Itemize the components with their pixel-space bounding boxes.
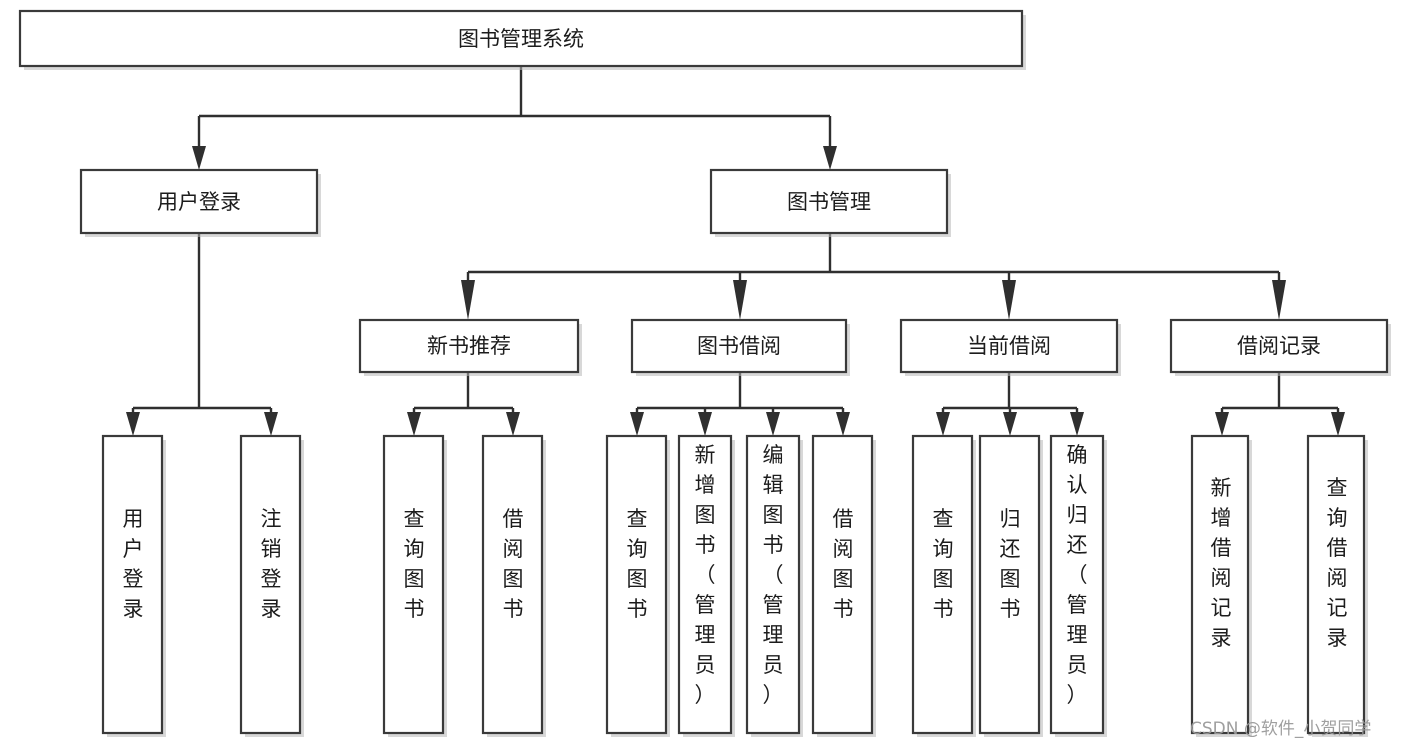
connector-layer — [126, 66, 1345, 436]
node-leaf-query-book-2-box[interactable] — [605, 434, 668, 735]
node-book-management-box[interactable] — [709, 168, 949, 235]
arrowhead-leaf-return-book — [1003, 412, 1017, 436]
node-leaf-user-login-label: 用户登录 — [123, 507, 144, 621]
arrowhead-leaf-confirm-return — [1070, 412, 1084, 436]
node-leaf-borrow-book-2[interactable]: 借阅图书 — [811, 434, 876, 737]
csdn-watermark: CSDN @软件_小贺同学 — [1190, 719, 1371, 739]
arrowhead-leaf-query-book-2 — [630, 412, 644, 436]
node-leaf-query-book-1[interactable]: 查询图书 — [382, 434, 447, 737]
node-user-login-box[interactable] — [79, 168, 319, 235]
node-leaf-query-book-3-label: 查询图书 — [933, 507, 954, 621]
arrowhead-user-login — [192, 146, 206, 170]
node-leaf-confirm-return-label: 确认归还（管理员） — [1067, 443, 1088, 707]
node-leaf-logout-login[interactable]: 注销登录 — [239, 434, 304, 737]
arrowhead-leaf-logout-login — [264, 412, 278, 436]
node-leaf-query-record-label: 查询借阅记录 — [1327, 476, 1348, 650]
node-leaf-edit-book[interactable]: 编辑图书（管理员） — [745, 434, 803, 737]
node-leaf-borrow-book-1-label: 借阅图书 — [503, 507, 524, 621]
node-leaf-add-record[interactable]: 新增借阅记录 — [1190, 434, 1252, 737]
arrowhead-leaf-user-login — [126, 412, 140, 436]
node-current-borrow-box[interactable] — [899, 318, 1119, 374]
node-leaf-confirm-return[interactable]: 确认归还（管理员） — [1049, 434, 1107, 737]
node-leaf-query-book-1-box[interactable] — [382, 434, 445, 735]
node-book-management-label: 图书管理 — [787, 190, 871, 214]
node-leaf-query-record[interactable]: 查询借阅记录 — [1306, 434, 1368, 737]
node-new-book-recommend-label: 新书推荐 — [427, 334, 511, 358]
node-leaf-return-book[interactable]: 归还图书 — [978, 434, 1043, 737]
node-leaf-query-record-box[interactable] — [1306, 434, 1366, 735]
node-leaf-edit-book-box[interactable] — [745, 434, 801, 735]
node-book-management[interactable]: 图书管理 — [709, 168, 951, 237]
arrowhead-leaf-query-book-1 — [407, 412, 421, 436]
node-book-borrow-box[interactable] — [630, 318, 848, 374]
node-leaf-borrow-book-2-box[interactable] — [811, 434, 874, 735]
node-book-borrow[interactable]: 图书借阅 — [630, 318, 850, 376]
node-leaf-add-record-box[interactable] — [1190, 434, 1250, 735]
arrowhead-borrow-record — [1272, 280, 1286, 320]
node-leaf-logout-login-label: 注销登录 — [261, 507, 282, 621]
arrowhead-leaf-query-book-3 — [936, 412, 950, 436]
node-leaf-confirm-return-box[interactable] — [1049, 434, 1105, 735]
node-leaf-add-record-label: 新增借阅记录 — [1211, 476, 1232, 650]
node-leaf-query-book-3-box[interactable] — [911, 434, 974, 735]
node-leaf-return-book-box[interactable] — [978, 434, 1041, 735]
arrowhead-book-borrow — [733, 280, 747, 320]
node-leaf-borrow-book-2-label: 借阅图书 — [833, 507, 854, 621]
node-leaf-query-book-1-label: 查询图书 — [404, 507, 425, 621]
node-borrow-record-box[interactable] — [1169, 318, 1389, 374]
node-leaf-borrow-book-1-box[interactable] — [481, 434, 544, 735]
node-new-book-recommend[interactable]: 新书推荐 — [358, 318, 582, 376]
node-leaf-add-book-label: 新增图书（管理员） — [695, 443, 716, 707]
node-leaf-return-book-label: 归还图书 — [1000, 507, 1021, 621]
node-leaf-query-book-3[interactable]: 查询图书 — [911, 434, 976, 737]
node-leaf-logout-login-box[interactable] — [239, 434, 302, 735]
arrowhead-leaf-edit-book — [766, 412, 780, 436]
node-root-box[interactable] — [18, 9, 1024, 68]
node-leaf-user-login-box[interactable] — [101, 434, 164, 735]
node-leaf-add-book[interactable]: 新增图书（管理员） — [677, 434, 735, 737]
arrowhead-current-borrow — [1002, 280, 1016, 320]
arrowhead-leaf-query-record — [1331, 412, 1345, 436]
node-leaf-borrow-book-1[interactable]: 借阅图书 — [481, 434, 546, 737]
arrowhead-leaf-borrow-book-2 — [836, 412, 850, 436]
node-user-login[interactable]: 用户登录 — [79, 168, 321, 237]
arrowhead-leaf-add-record — [1215, 412, 1229, 436]
arrowhead-leaf-add-book — [698, 412, 712, 436]
node-leaf-edit-book-label: 编辑图书（管理员） — [763, 443, 784, 707]
node-current-borrow[interactable]: 当前借阅 — [899, 318, 1121, 376]
node-root-label: 图书管理系统 — [458, 27, 584, 51]
arrowhead-book-management — [823, 146, 837, 170]
node-leaf-user-login[interactable]: 用户登录 — [101, 434, 166, 737]
arrowhead-new-book-recommend — [461, 280, 475, 320]
node-borrow-record[interactable]: 借阅记录 — [1169, 318, 1391, 376]
node-leaf-query-book-2-label: 查询图书 — [627, 507, 648, 621]
arrowhead-leaf-borrow-book-1 — [506, 412, 520, 436]
node-leaf-query-book-2[interactable]: 查询图书 — [605, 434, 670, 737]
node-new-book-recommend-box[interactable] — [358, 318, 580, 374]
node-book-borrow-label: 图书借阅 — [697, 334, 781, 358]
node-borrow-record-label: 借阅记录 — [1237, 334, 1321, 358]
node-user-login-label: 用户登录 — [157, 190, 241, 214]
node-leaf-add-book-box[interactable] — [677, 434, 733, 735]
node-current-borrow-label: 当前借阅 — [967, 334, 1051, 358]
node-root[interactable]: 图书管理系统 — [18, 9, 1026, 70]
